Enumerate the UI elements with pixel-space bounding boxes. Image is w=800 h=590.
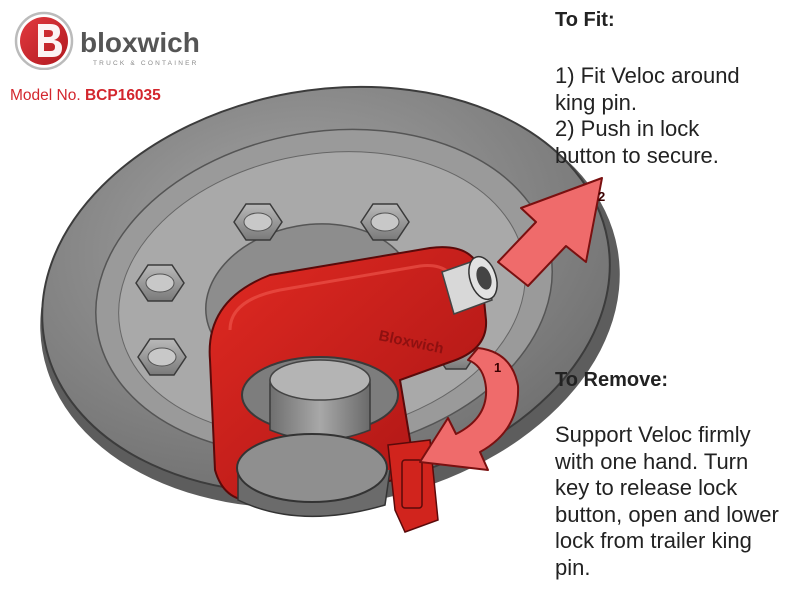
to-remove-title: To Remove: — [555, 369, 668, 391]
arrow-1-icon: 1 — [419, 347, 520, 471]
lock-button — [441, 255, 498, 315]
fit-step-1: 1) Fit Veloc around king pin. — [555, 63, 740, 115]
to-fit-title: To Fit: — [555, 9, 615, 31]
fit-step-2: 2) Push in lock button to secure. — [555, 116, 719, 168]
veloc-lock-body: Bloxwich — [208, 246, 488, 533]
callout-2: 2 — [598, 189, 605, 204]
arrow-2-icon: 2 — [497, 177, 605, 287]
brand-name: bloxwich — [80, 27, 200, 58]
brand-logo: bloxwich TRUCK & CONTAINER — [8, 8, 223, 71]
remove-text: Support Veloc firmly with one hand. Turn… — [555, 422, 779, 580]
brand-tagline: TRUCK & CONTAINER — [93, 60, 199, 67]
model-code: BCP16035 — [84, 87, 161, 104]
model-label: Model No. — [10, 87, 81, 104]
model-number: Model No. BCP16035 — [10, 87, 161, 105]
callout-1: 1 — [494, 360, 501, 375]
to-fit-section: To Fit: 1) Fit Veloc around king pin. 2)… — [555, 8, 765, 169]
to-remove-section: To Remove: Support Veloc firmly with one… — [555, 368, 780, 581]
